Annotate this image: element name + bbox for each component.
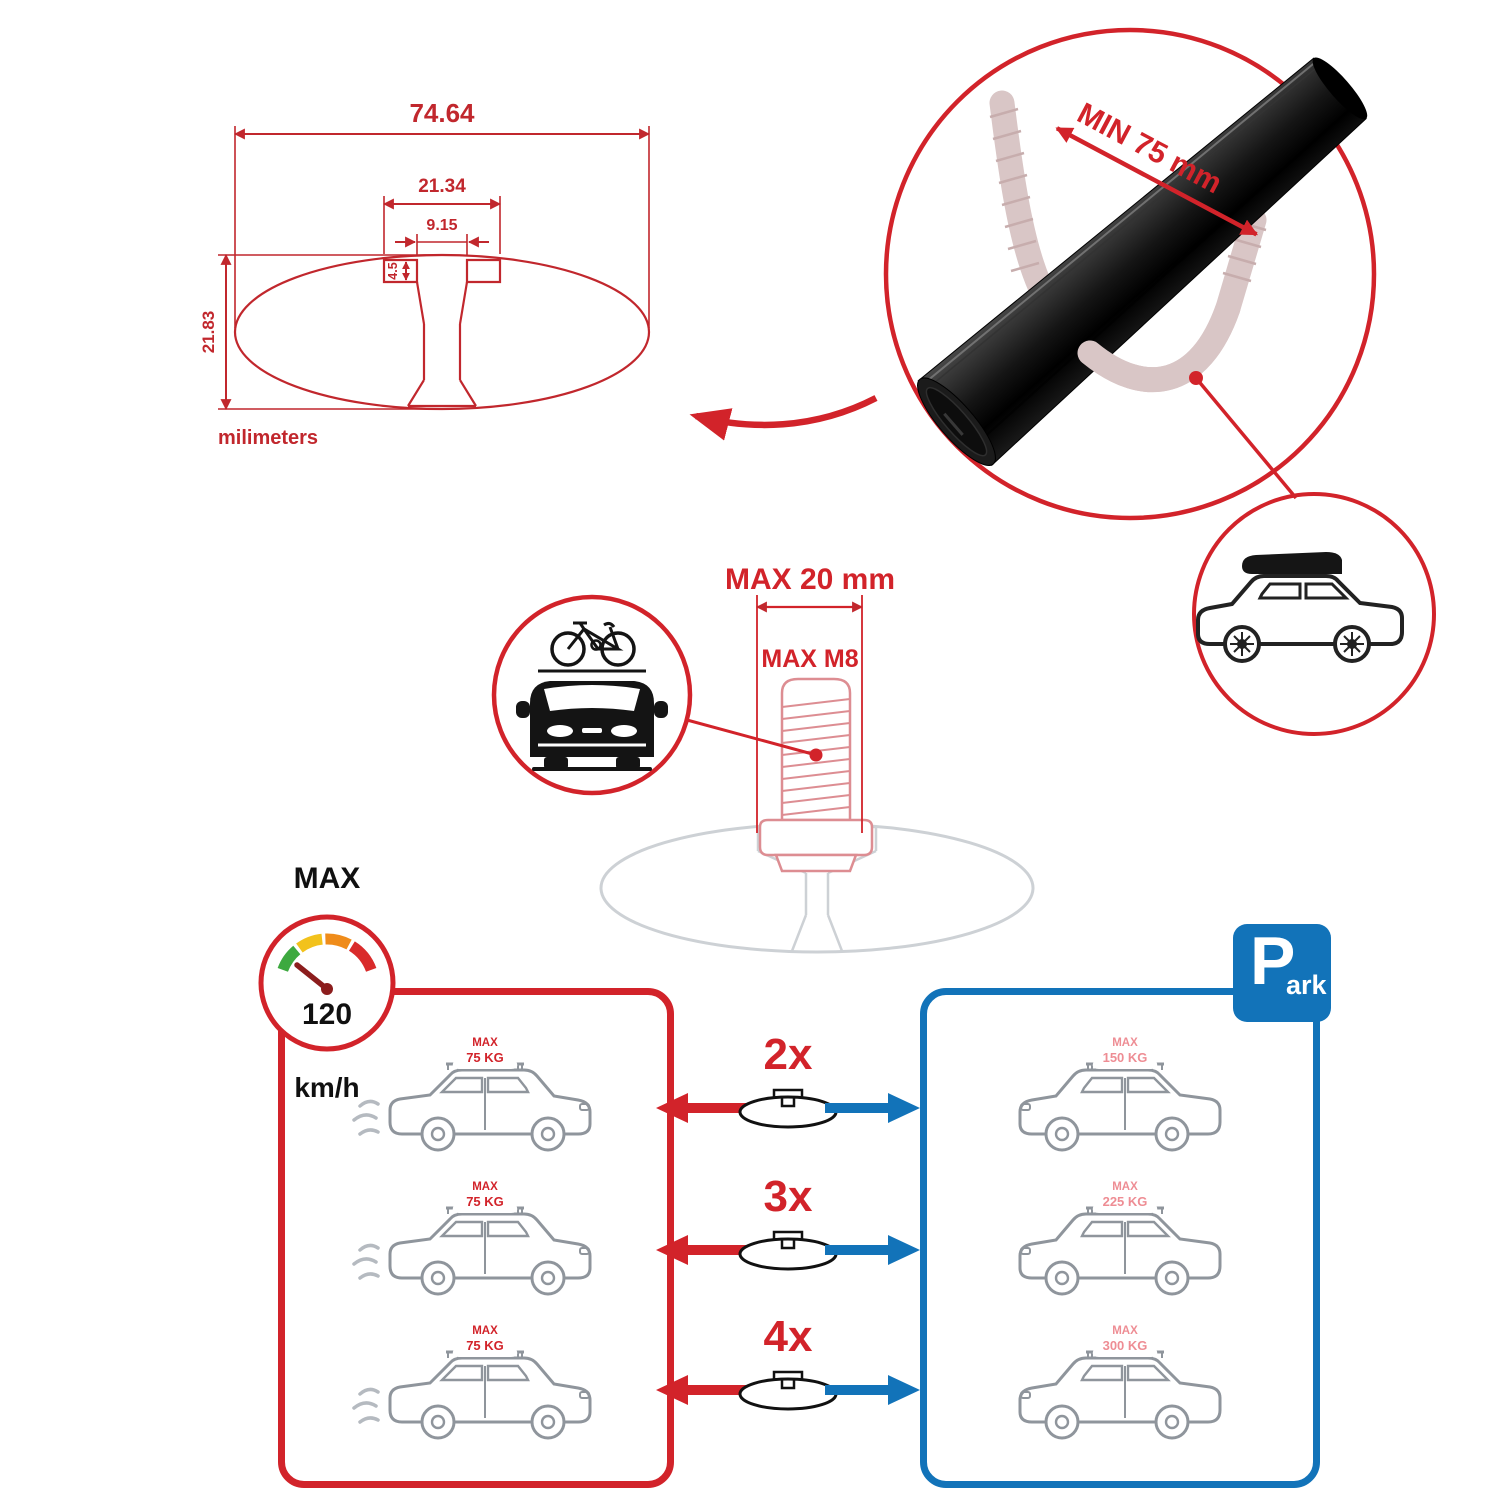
motion-lines-icon: [352, 1387, 380, 1424]
motion-lines-icon: [352, 1099, 380, 1136]
arrow-left-icon: [656, 1235, 751, 1265]
driving-car-1: MAX 75 KG: [330, 1008, 670, 1158]
crossbar-3d: [917, 57, 1368, 466]
speed-max-label: MAX: [293, 862, 361, 895]
parked-car-1: MAX 150 KG: [990, 1008, 1330, 1158]
badge-load-value: 150 KG: [1103, 1050, 1148, 1065]
roof-load-badge: MAX 300 KG: [1092, 1303, 1158, 1357]
height-total-value: 21.83: [199, 311, 218, 354]
bar-option-row-2x: [656, 1088, 920, 1129]
speed-value: 120: [302, 998, 352, 1031]
driving-panel: [278, 988, 674, 1488]
speedometer-icon: 120: [258, 914, 396, 1052]
car-front-icon: [516, 669, 668, 771]
badge-max-label: MAX: [472, 1037, 498, 1049]
roof-load-badge: MAX 225 KG: [1092, 1159, 1158, 1213]
height-total-dim: 21.83: [199, 253, 440, 411]
badge-max-label: MAX: [1112, 1037, 1138, 1049]
badge-load-value: 75 KG: [466, 1338, 504, 1353]
badge-max-label: MAX: [1112, 1181, 1138, 1193]
driving-car-3: MAX 75 KG: [330, 1296, 670, 1446]
crossbar-profile-icon: [738, 1230, 838, 1271]
crossbar-profile-icon: [738, 1370, 838, 1411]
pointer-arrow-to-drawing: [689, 395, 878, 441]
park-sign-suffix: ark: [1286, 970, 1327, 1000]
channel-width-value: 21.34: [418, 176, 466, 197]
bar-profile-outline: [233, 253, 651, 411]
lip-depth-dim: 4.5: [386, 261, 410, 281]
driving-car-2: MAX 75 KG: [330, 1152, 670, 1302]
max-thread-label: MAX M8: [761, 645, 858, 673]
bolt-width-dim: MAX 20 mm MAX M8: [725, 563, 895, 833]
badge-load-value: 75 KG: [466, 1194, 504, 1209]
width-total-value: 74.64: [409, 98, 475, 128]
bicycle-icon: [550, 621, 636, 667]
crossbar-detail-circle: MIN 75 mm: [883, 27, 1377, 521]
badge-max-label: MAX: [472, 1325, 498, 1337]
gauge-needle: [294, 962, 330, 992]
arrow-left-icon: [656, 1093, 751, 1123]
roof-load-badge: MAX 75 KG: [452, 1159, 518, 1213]
width-total-dim: 74.64: [233, 98, 651, 328]
speed-unit: km/h: [294, 1072, 360, 1103]
arrow-right-icon: [825, 1375, 920, 1405]
arrow-right-icon: [825, 1093, 920, 1123]
slot-width-dim: 9.15: [395, 217, 489, 256]
suv-with-roofbox-icon: [1196, 552, 1404, 663]
channel-width-dim: 21.34: [382, 176, 502, 254]
park-sign-letter: P: [1250, 923, 1296, 999]
lip-depth-value: 4.5: [386, 262, 400, 279]
dimension-drawing: 74.64 21.34 9.15 4.5 21.83 milimeters: [199, 98, 651, 449]
max-bolt-width-label: MAX 20 mm: [725, 563, 895, 596]
t-slot-channel: [382, 258, 502, 408]
bar-count-label-3x: 3x: [763, 1172, 813, 1221]
u-bolt-front: [1077, 295, 1241, 393]
arrow-left-icon: [656, 1375, 751, 1405]
suv-roofbox-circle: [1192, 492, 1436, 736]
badge-load-value: 300 KG: [1103, 1338, 1148, 1353]
parked-car-2: MAX 225 KG: [990, 1152, 1330, 1302]
arrow-right-icon: [825, 1235, 920, 1265]
park-sign: P ark: [1233, 923, 1331, 1022]
parked-car-3: MAX 300 KG: [990, 1296, 1330, 1446]
badge-load-value: 75 KG: [466, 1050, 504, 1065]
motion-lines-icon: [352, 1243, 380, 1280]
badge-max-label: MAX: [472, 1181, 498, 1193]
bar-option-row-3x: [656, 1230, 920, 1271]
slot-width-value: 9.15: [426, 217, 457, 234]
roof-load-badge: MAX 150 KG: [1092, 1015, 1158, 1069]
unit-label: milimeters: [218, 427, 318, 449]
roof-load-badge: MAX 75 KG: [452, 1015, 518, 1069]
badge-max-label: MAX: [1112, 1325, 1138, 1337]
badge-load-value: 225 KG: [1103, 1194, 1148, 1209]
detail-circle-outline: [883, 27, 1377, 521]
bar-count-label-2x: 2x: [763, 1030, 813, 1079]
bar-option-row-4x: [656, 1370, 920, 1411]
t-bolt-icon: [758, 677, 874, 873]
roof-load-badge: MAX 75 KG: [452, 1303, 518, 1357]
bar-count-label-4x: 4x: [763, 1312, 813, 1361]
parking-panel: [920, 988, 1320, 1488]
crossbar-profile-icon: [738, 1088, 838, 1129]
car-front-circle: [491, 594, 693, 796]
